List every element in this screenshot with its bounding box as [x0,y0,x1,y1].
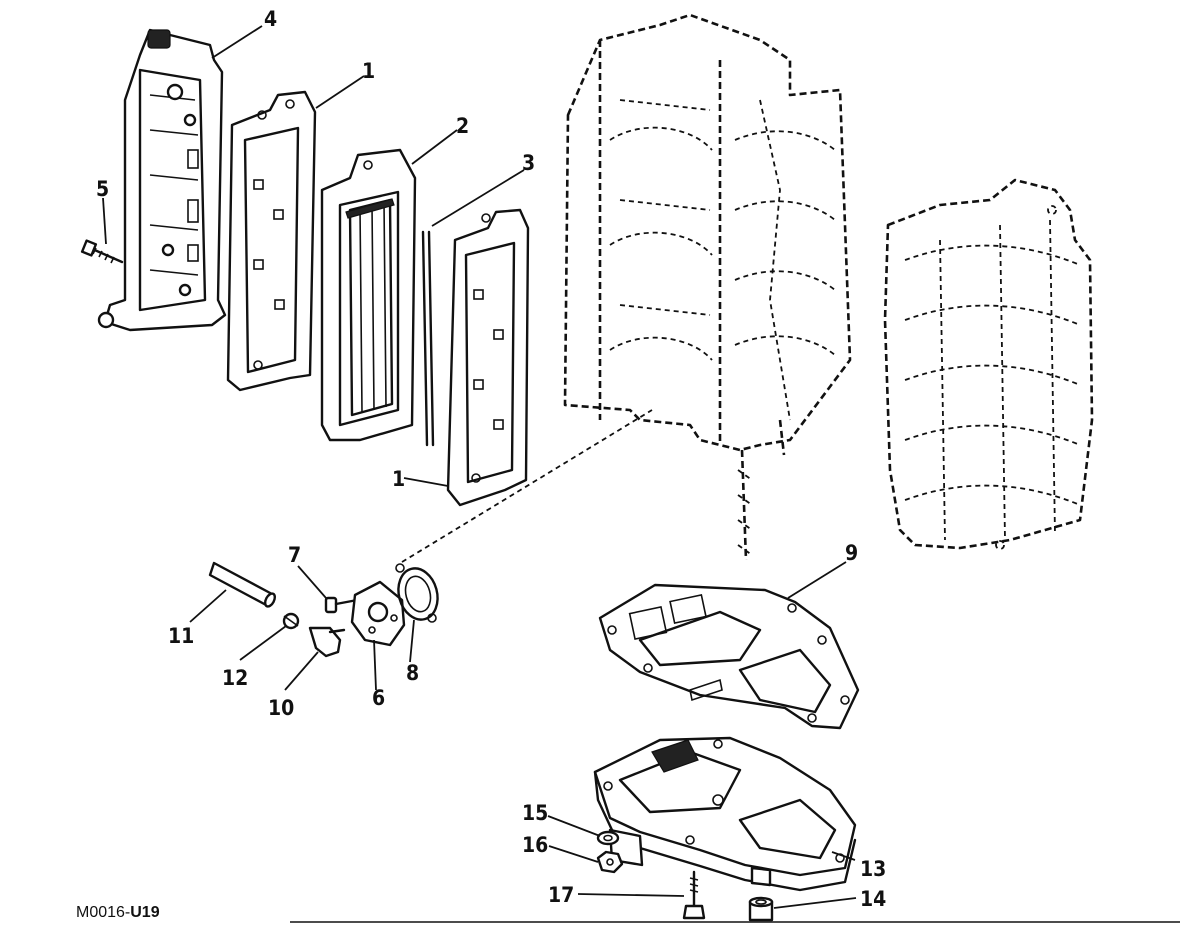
callout-9: 9 [845,541,858,565]
callout-4: 4 [264,7,277,31]
part-4-cover-plate [97,28,227,332]
callout-7: 7 [288,543,301,567]
callout-3: 3 [522,151,535,175]
callout-1-lower: 1 [392,467,405,491]
callout-5: 5 [96,177,109,201]
crankcase-block [563,13,852,561]
callout-13: 13 [860,857,886,881]
alignment-line [401,409,653,563]
part-10-elbow-fitting [308,626,346,658]
part-5-screw [80,239,124,264]
part-17-bolt [682,870,706,920]
part-3-seal-strip [421,230,435,447]
leader-lines [102,25,857,909]
callout-15: 15 [522,801,548,825]
callout-12: 12 [222,666,248,690]
callout-6: 6 [372,686,385,710]
part-1-gasket-lower [446,208,530,507]
part-2-reed-block [320,148,417,442]
part-11-hose [208,561,277,608]
callout-10: 10 [268,696,294,720]
figure-code: M0016-U19 [76,904,160,921]
callout-1-upper: 1 [362,59,375,83]
cylinder-block [883,178,1094,550]
figure-code-prefix: M0016- [76,904,130,921]
part-8-gasket-ring [395,563,439,623]
part-12-clamp [282,612,300,630]
part-13-exhaust-plate [593,736,857,892]
callout-14: 14 [860,887,886,911]
callout-16: 16 [522,833,548,857]
callout-17: 17 [548,883,574,907]
callout-8: 8 [406,661,419,685]
part-16-nut [596,850,624,874]
part-6-pump-cover [350,580,406,647]
part-9-plate-gasket [598,583,860,730]
figure-code-suffix: U19 [130,904,159,921]
part-1-gasket-upper [226,90,317,392]
callout-2: 2 [456,114,469,138]
part-14-sleeve [748,896,774,922]
callout-11: 11 [168,624,194,648]
part-15-washer [596,830,620,846]
callouts: 4 1 2 3 5 1 7 9 11 12 10 6 8 15 16 13 17… [96,7,886,911]
